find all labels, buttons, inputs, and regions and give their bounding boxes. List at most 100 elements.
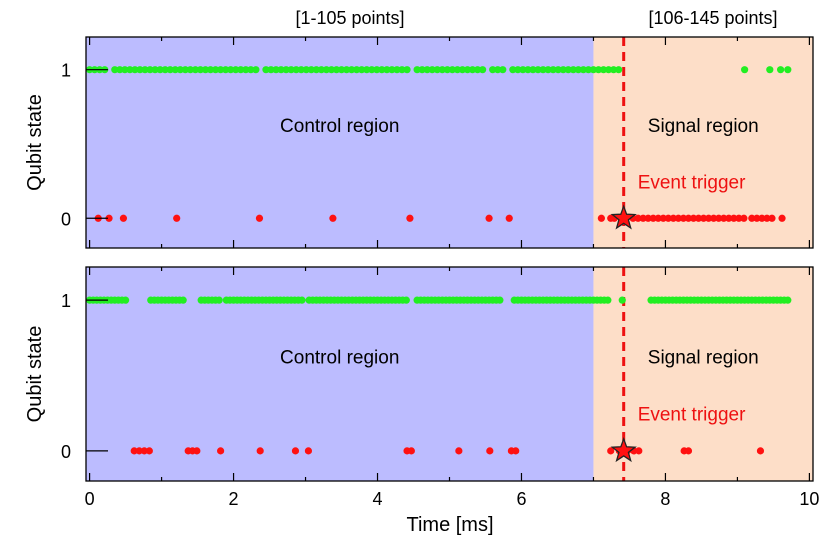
state-zero-point (255, 214, 264, 222)
state-one-point (579, 66, 587, 74)
y-tick-label: 0 (61, 209, 71, 229)
y-tick-label: 1 (61, 61, 71, 81)
state-one-point (393, 66, 401, 74)
state-zero-point (291, 447, 300, 455)
state-one-point (499, 66, 507, 74)
state-one-point (196, 66, 205, 74)
state-one-point (267, 66, 275, 74)
state-one-point (292, 66, 300, 74)
state-one-point (116, 66, 124, 74)
state-zero-point (778, 214, 786, 222)
state-zero-point (768, 214, 776, 222)
state-one-point (784, 296, 792, 304)
state-zero-point (758, 214, 766, 222)
state-one-point (287, 66, 295, 74)
signal-region-bg (593, 37, 813, 248)
state-one-point (297, 66, 305, 74)
x-tick-label: 6 (516, 489, 526, 509)
state-zero-point (173, 214, 181, 222)
state-zero-point (699, 214, 708, 222)
state-one-point (222, 66, 230, 74)
state-one-point (215, 296, 223, 304)
state-one-point (524, 66, 532, 74)
state-one-point (262, 66, 270, 74)
state-one-point (615, 66, 623, 74)
state-one-point (302, 66, 310, 74)
state-zero-point (644, 214, 652, 222)
state-zero-point (486, 447, 494, 455)
state-one-point (559, 66, 567, 74)
state-one-point (438, 66, 446, 74)
state-one-point (479, 66, 487, 74)
state-one-point (433, 66, 441, 74)
state-one-point (403, 66, 411, 74)
state-zero-point (512, 447, 520, 455)
state-one-point (161, 66, 169, 74)
state-zero-point (329, 214, 337, 222)
state-zero-point (485, 214, 493, 222)
state-one-point (179, 296, 187, 304)
state-one-point (186, 66, 194, 74)
state-one-point (322, 66, 331, 74)
state-one-point (348, 66, 356, 74)
state-zero-point (119, 214, 128, 222)
state-one-point (413, 66, 421, 74)
state-one-point (584, 66, 593, 74)
state-one-point (237, 66, 245, 74)
state-one-point (171, 66, 179, 74)
state-one-point (121, 66, 129, 74)
state-zero-point (674, 214, 682, 222)
state-zero-point (105, 214, 113, 222)
signal-region-label: Signal region (648, 116, 759, 137)
state-one-point (777, 66, 785, 74)
state-zero-point (193, 447, 201, 455)
state-one-point (554, 66, 562, 74)
state-one-point (206, 66, 215, 74)
state-one-point (358, 66, 366, 74)
state-one-point (496, 296, 504, 304)
signal-range-label: [106-145 points] (648, 8, 777, 28)
state-zero-point (140, 447, 148, 455)
state-one-point (191, 66, 200, 74)
state-one-point (337, 66, 346, 74)
state-zero-point (607, 447, 615, 455)
state-one-point (383, 66, 391, 74)
state-one-point (247, 66, 255, 74)
state-one-point (443, 66, 451, 74)
state-zero-point (304, 447, 313, 455)
state-one-point (363, 66, 371, 74)
state-zero-point (217, 447, 225, 455)
state-one-point (604, 296, 612, 304)
state-one-point (131, 66, 139, 74)
state-one-point (514, 66, 522, 74)
x-axis-title: Time [ms] (406, 514, 493, 536)
state-zero-point (679, 214, 688, 222)
state-one-point (307, 66, 315, 74)
state-one-point (181, 66, 189, 74)
state-one-point (373, 66, 381, 74)
event-trigger-star (610, 437, 637, 463)
state-one-point (458, 66, 467, 74)
state-zero-point (756, 447, 765, 455)
state-one-point (282, 66, 290, 74)
event-trigger-label: Event trigger (638, 405, 746, 426)
state-one-point (428, 66, 436, 74)
state-one-point (121, 296, 130, 304)
signal-region-label: Signal region (648, 347, 759, 368)
state-one-point (618, 296, 626, 304)
state-zero-point (634, 214, 642, 222)
state-zero-point (705, 214, 713, 222)
y-tick-label: 0 (61, 442, 71, 462)
state-zero-point (639, 214, 647, 222)
state-one-point (342, 66, 351, 74)
state-zero-point (407, 447, 415, 455)
state-one-point (332, 66, 341, 74)
state-zero-point (763, 214, 771, 222)
state-zero-point (715, 214, 723, 222)
state-zero-point (689, 214, 698, 222)
state-one-point (353, 66, 361, 74)
control-range-label: [1-105 points] (295, 8, 404, 28)
state-one-point (242, 66, 250, 74)
